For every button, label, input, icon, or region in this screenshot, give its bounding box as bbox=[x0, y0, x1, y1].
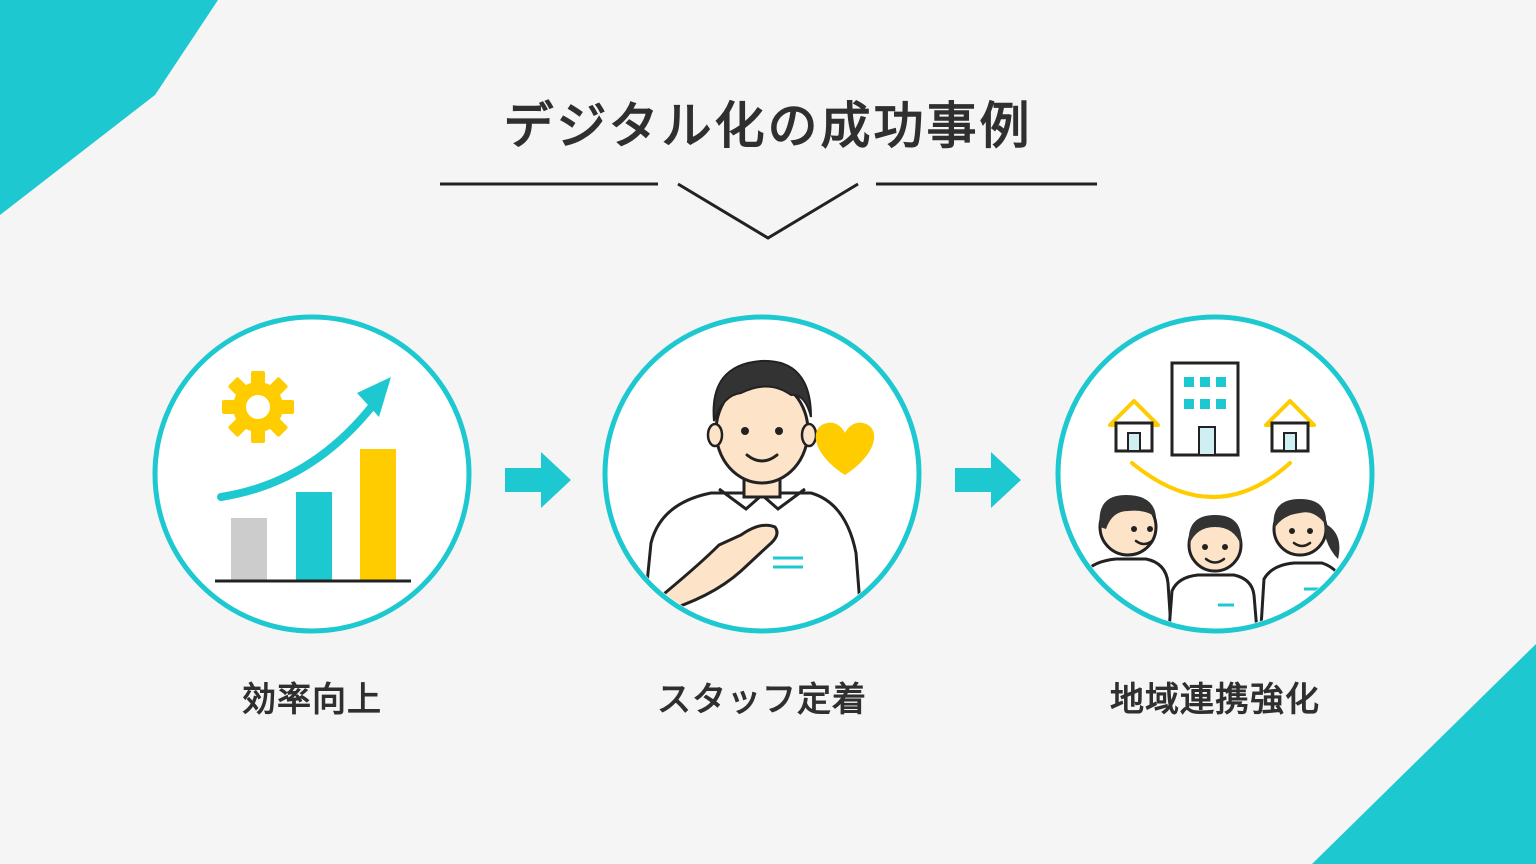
step-arrow-right-icon bbox=[955, 452, 1021, 508]
step-arrow-right-icon bbox=[505, 452, 571, 508]
corner-decoration-top-left bbox=[0, 0, 218, 215]
step-label-efficiency: 効率向上 bbox=[242, 680, 382, 720]
growth-chart-gear-icon bbox=[215, 371, 411, 583]
step-community-circle bbox=[1055, 314, 1375, 634]
step-efficiency-circle bbox=[152, 314, 472, 634]
page-title: デジタル化の成功事例 bbox=[503, 97, 1033, 155]
corner-decoration-bottom-right bbox=[1312, 644, 1536, 864]
step-label-staff: スタッフ定着 bbox=[657, 680, 867, 720]
staff-heart-icon bbox=[639, 359, 875, 628]
step-staff-circle bbox=[602, 314, 922, 634]
title-divider bbox=[440, 182, 1097, 240]
step-label-community: 地域連携強化 bbox=[1110, 680, 1320, 720]
